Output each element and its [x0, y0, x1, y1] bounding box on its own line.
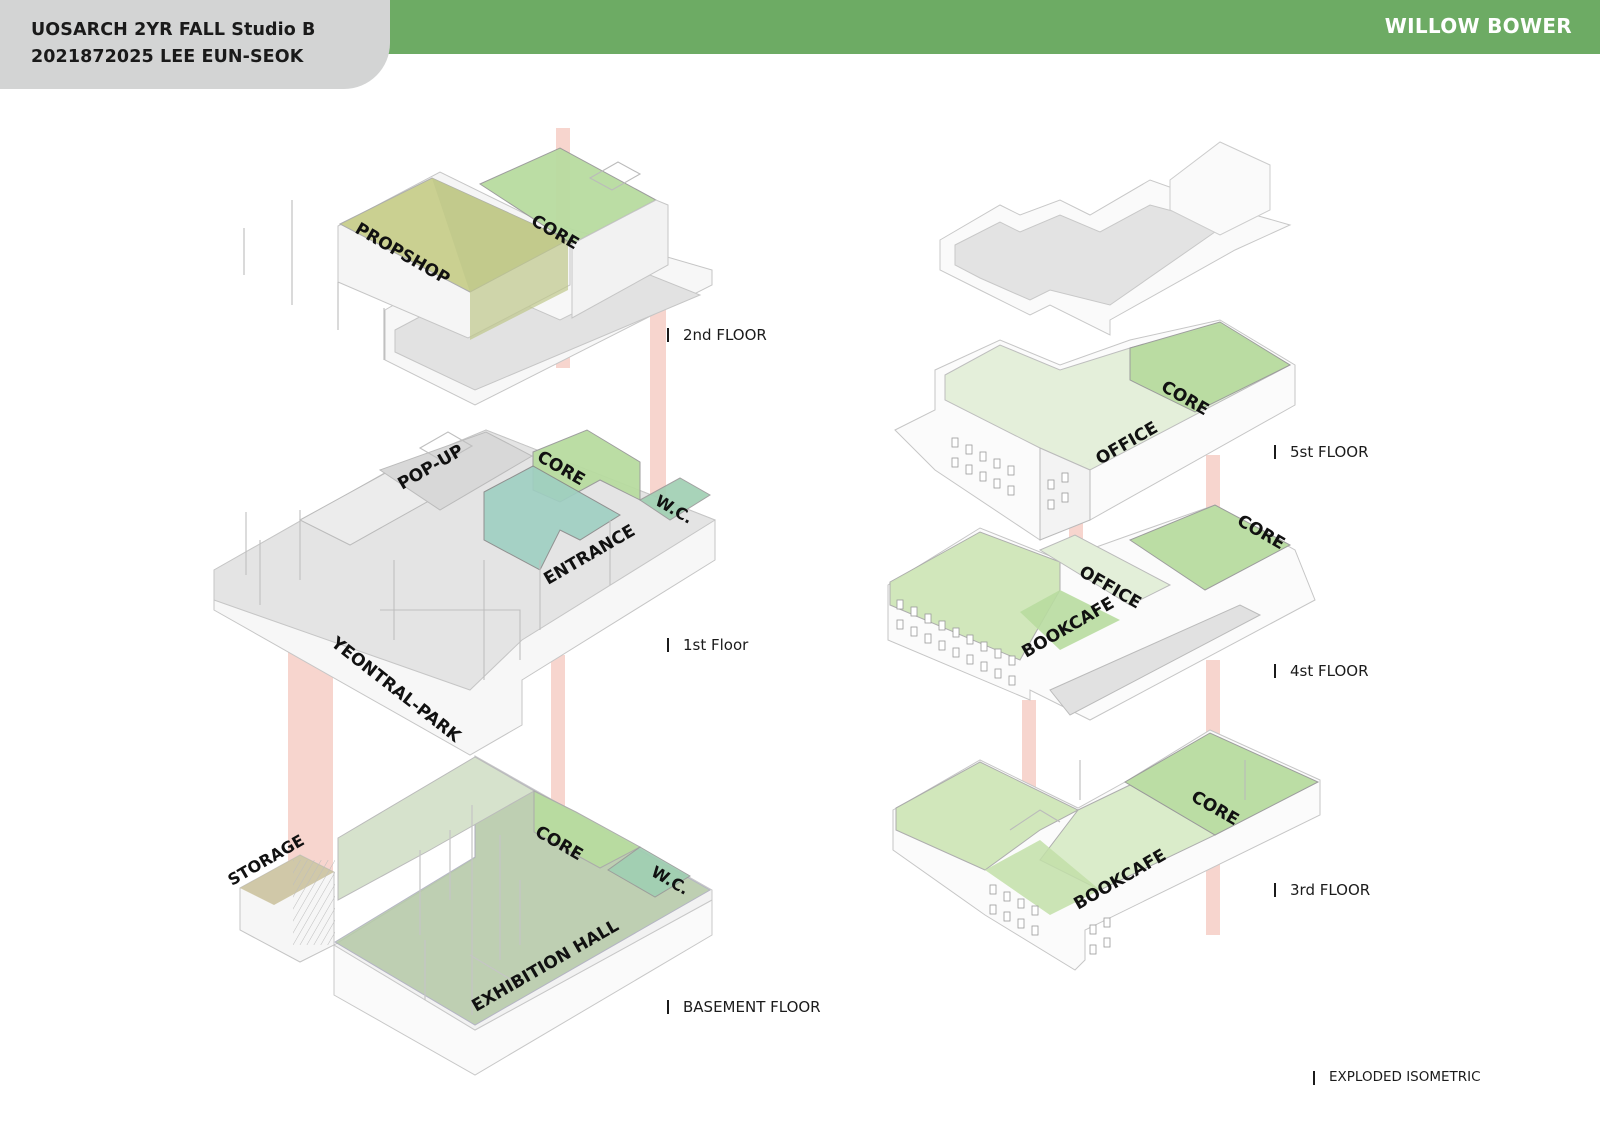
- project-title: WILLOW BOWER: [1384, 14, 1572, 38]
- floor-label-3f: 3rd FLOOR: [1273, 881, 1371, 899]
- fifth-floor-plate: [894, 319, 1296, 541]
- floor-label-2f: 2nd FLOOR: [667, 326, 767, 344]
- floor-label-4f: 4st FLOOR: [1274, 662, 1369, 680]
- basement-floor-plate: [239, 755, 713, 1076]
- floor-label-1f: 1st Floor: [666, 636, 749, 654]
- floor-label-basement: BASEMENT FLOOR: [667, 998, 821, 1016]
- first-floor-plate: [213, 429, 717, 756]
- student-line: 2021872025 LEE EUN-SEOK: [31, 47, 304, 67]
- roof-plate: [939, 141, 1292, 336]
- studio-line: UOSARCH 2YR FALL Studio B: [31, 20, 316, 40]
- third-floor-plate: [892, 729, 1321, 971]
- second-floor-plate: [243, 147, 713, 406]
- author-tab: UOSARCH 2YR FALL Studio B 2021872025 LEE…: [0, 0, 390, 89]
- drawing-type-label: EXPLODED ISOMETRIC: [1313, 1069, 1481, 1085]
- fourth-floor-plate: [887, 504, 1316, 721]
- floor-label-5f: 5st FLOOR: [1274, 443, 1369, 461]
